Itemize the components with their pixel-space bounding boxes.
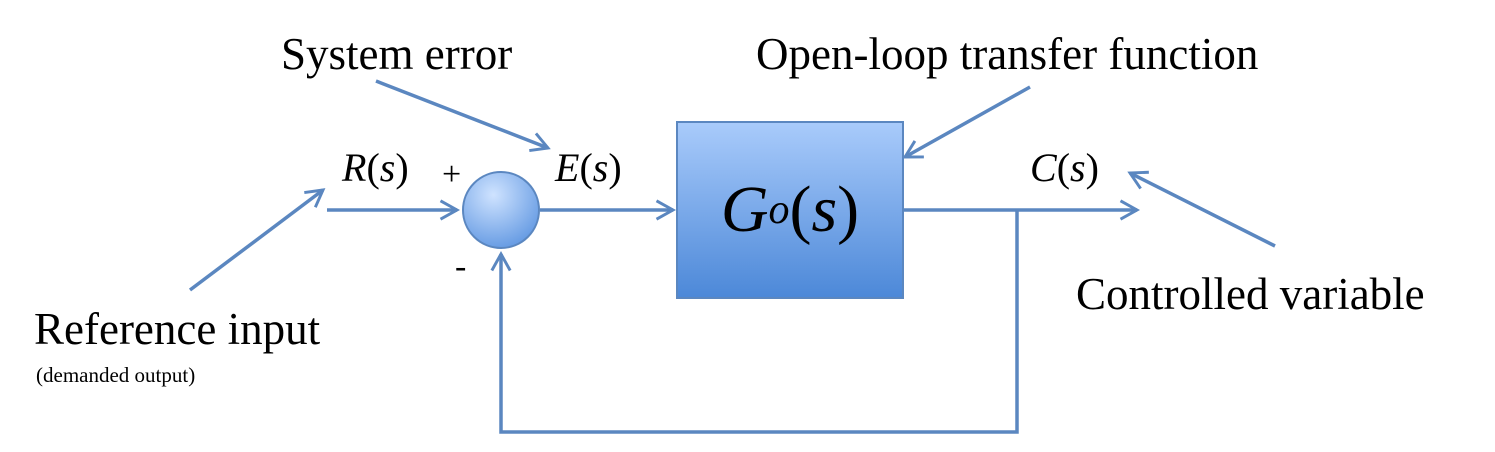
output-signal-label: C(s) <box>1030 145 1099 190</box>
feedback-path <box>490 210 1019 434</box>
reference-input-pointer <box>188 188 326 292</box>
transfer-function-block <box>676 121 904 299</box>
reference-signal-label: R(s) <box>342 145 409 190</box>
error-signal-label: E(s) <box>555 145 622 190</box>
summing-junction <box>462 171 540 249</box>
reference-input-label: Reference input <box>34 304 321 354</box>
system-error-label: System error <box>281 29 513 79</box>
minus-sign: - <box>455 248 467 285</box>
plus-sign: + <box>442 156 462 193</box>
system-error-pointer <box>375 79 551 153</box>
open-loop-pointer <box>902 85 1031 159</box>
open-loop-label: Open-loop transfer function <box>756 29 1259 79</box>
reference-note-label: (demanded output) <box>36 363 196 387</box>
controlled-variable-pointer <box>1127 170 1276 248</box>
controlled-variable-label: Controlled variable <box>1076 269 1425 319</box>
